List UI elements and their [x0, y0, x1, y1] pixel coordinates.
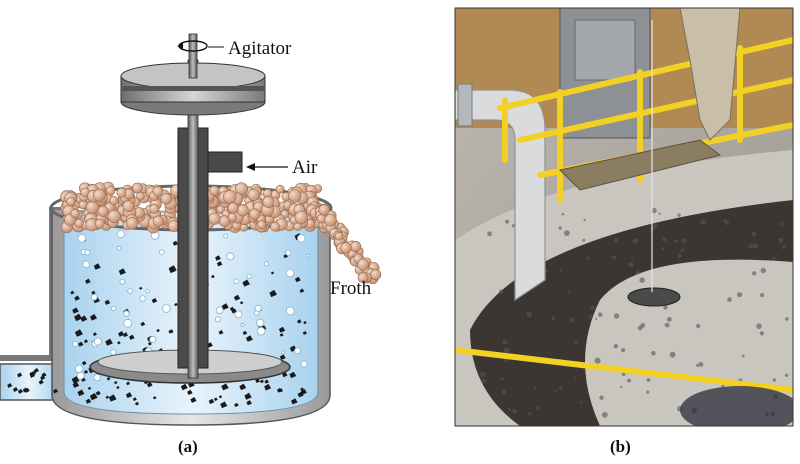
inlet-pipe-wall	[0, 207, 63, 364]
pulley-groove	[121, 86, 265, 91]
photo-border	[454, 7, 794, 427]
caption-b: (b)	[610, 437, 631, 456]
photo-walkway	[558, 139, 722, 191]
photo-machinery-panel	[574, 19, 636, 81]
air-arrowhead	[246, 163, 255, 171]
caption-a: (a)	[178, 437, 198, 456]
photo-shadow	[680, 386, 793, 426]
agitator-label: Agitator	[228, 38, 292, 59]
photo-bucket	[627, 287, 681, 307]
inlet-pipe	[0, 363, 59, 401]
photo-slurry-channel	[470, 200, 793, 426]
photo-pipe-flange	[457, 83, 473, 127]
froth-layer	[60, 181, 382, 284]
rotation-arrowhead	[177, 43, 183, 49]
flotation-cell-diagram: Agitator Air Froth (a)	[0, 33, 382, 456]
flotation-cell-photo: (b)	[454, 7, 794, 456]
photo-worker	[679, 8, 741, 141]
froth-label: Froth	[330, 278, 372, 299]
air-inlet-pipe	[207, 151, 243, 173]
agitator-shaft-top	[188, 33, 198, 79]
air-label: Air	[292, 157, 318, 178]
